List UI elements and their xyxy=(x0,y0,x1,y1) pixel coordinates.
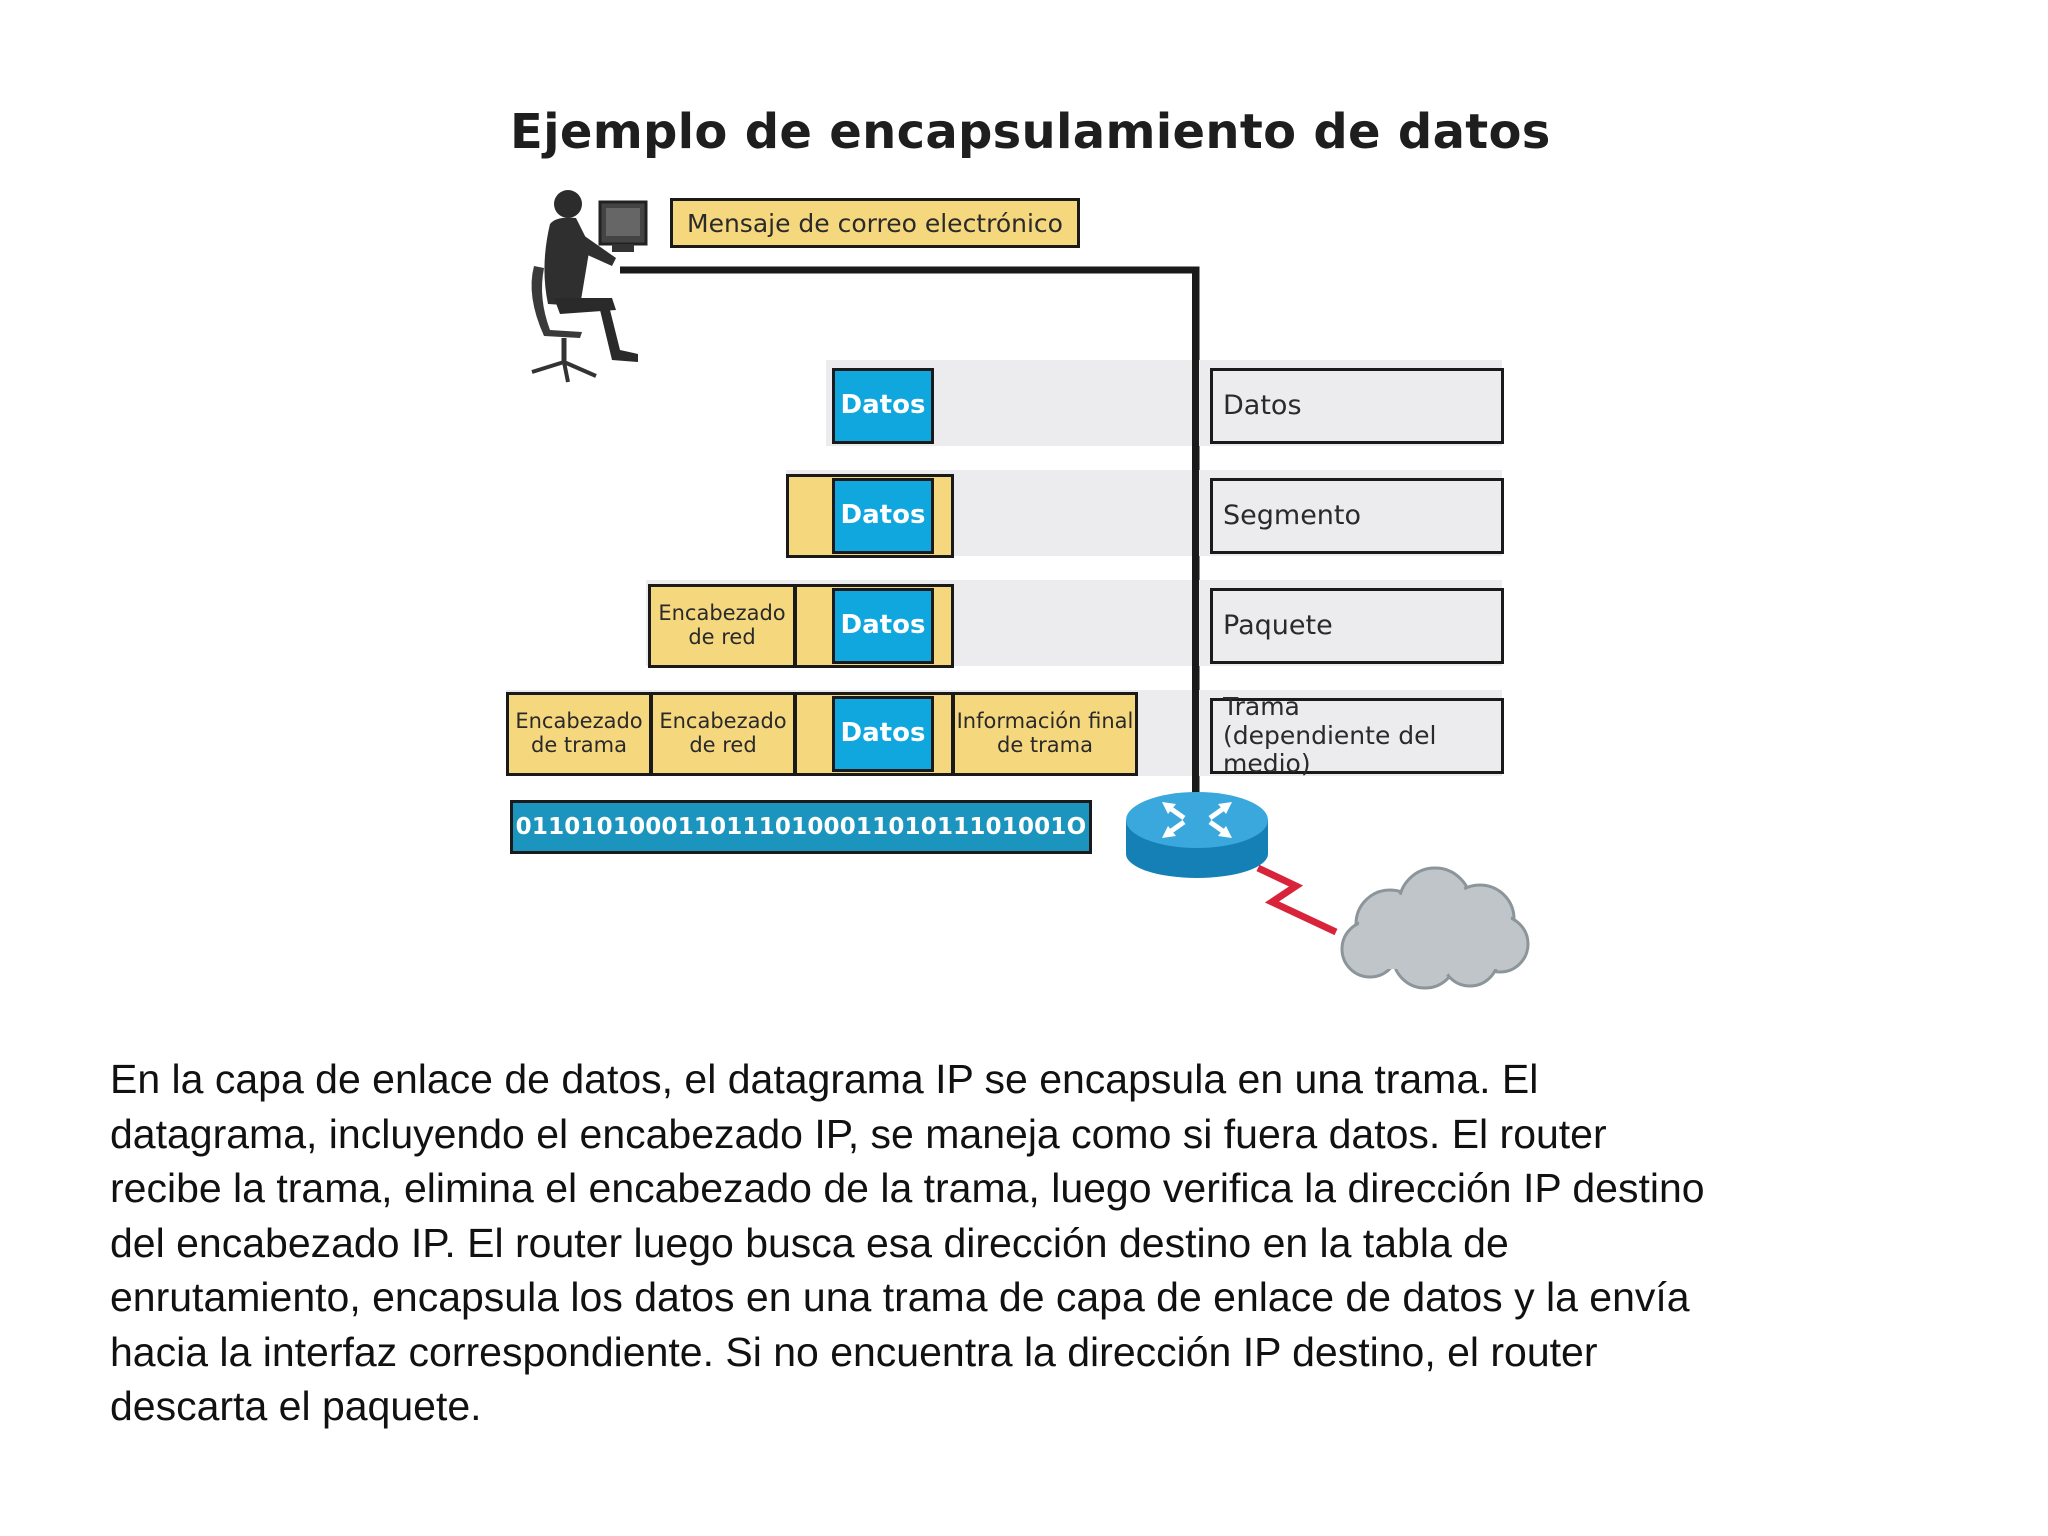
level-label-segmento: Segmento xyxy=(1210,478,1504,554)
network-cloud-icon xyxy=(1340,866,1530,990)
diagram-title: Ejemplo de encapsulamiento de datos xyxy=(510,104,1551,160)
router-icon xyxy=(1126,792,1268,878)
cable-vertical xyxy=(1192,270,1199,800)
encapsulation-diagram: Ejemplo de encapsulamiento de datos Mens… xyxy=(506,104,1551,990)
network-header-block: Encabezado de red xyxy=(650,692,796,776)
user-at-computer-icon xyxy=(531,190,648,383)
level-label-paquete: Paquete xyxy=(1210,588,1504,664)
data-block: Datos xyxy=(832,478,934,554)
data-block: Datos xyxy=(832,696,934,772)
serial-link-icon xyxy=(1256,864,1338,936)
network-header-block: Encabezado de red xyxy=(648,584,796,668)
bits-bar: 0110101000110111010001101011101001O xyxy=(510,800,1092,854)
frame-trailer-block: Información final de trama xyxy=(952,692,1138,776)
level-label-datos: Datos xyxy=(1210,368,1504,444)
frame-header-block: Encabezado de trama xyxy=(506,692,652,776)
data-block: Datos xyxy=(832,588,934,664)
level-label-trama: Trama (dependiente del medio) xyxy=(1210,692,1504,778)
email-message-box: Mensaje de correo electrónico xyxy=(670,198,1080,248)
explanation-text: En la capa de enlace de datos, el datagr… xyxy=(110,1056,1705,1429)
data-block: Datos xyxy=(832,368,934,444)
